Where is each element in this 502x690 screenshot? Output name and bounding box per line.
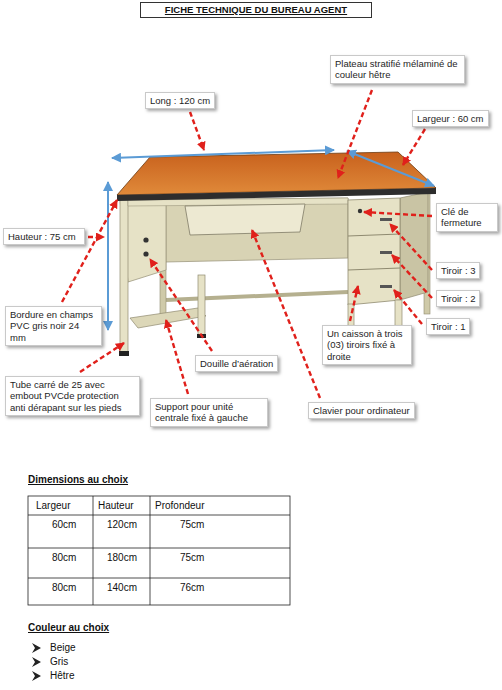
keyboard-tray <box>185 204 305 235</box>
leader-lines <box>62 90 432 398</box>
table-or-list-text: 60cm <box>52 519 76 531</box>
callout-box: Tube carré de 25 avec embout PVCde prote… <box>5 376 140 416</box>
leader-line <box>390 224 432 270</box>
table-or-list-text: Gris <box>50 656 68 668</box>
table-rule <box>28 548 290 549</box>
tabletop <box>117 152 436 195</box>
table-or-list-text: 140cm <box>107 582 137 594</box>
cpu-shelf <box>130 308 206 328</box>
width-dimension <box>347 151 434 186</box>
table-rule <box>93 496 94 605</box>
callout-text: Tiroir : 3 <box>441 265 475 276</box>
callout-box: Long : 120 cm <box>145 92 215 109</box>
bullet-arrow <box>32 657 41 667</box>
callout-box: Tiroir : 3 <box>436 262 480 279</box>
callout-text: Tube carré de 25 avec embout PVCde prote… <box>10 379 135 413</box>
bullet-arrow <box>32 643 41 653</box>
table-rule <box>28 578 290 579</box>
section-heading: Couleur au choix <box>28 622 109 634</box>
leg-foot <box>119 351 129 356</box>
callout-box: Clé de fermeture <box>436 203 498 232</box>
table-or-list-text: 80cm <box>52 552 76 564</box>
air-vent <box>143 237 148 242</box>
cpu-support-post <box>198 275 205 337</box>
callout-text: Clé de fermeture <box>441 206 493 229</box>
table-or-list-text: Largeur <box>36 500 70 512</box>
callout-box: Plateau stratifié mélaminé de couleur hê… <box>330 55 465 84</box>
callout-text: Un caisson à trois (03) tiroirs fixé à d… <box>327 328 407 362</box>
callout-box: Tiroir : 1 <box>426 318 470 335</box>
callout-box: Hauteur : 75 cm <box>3 228 85 245</box>
table-or-list-text: 80cm <box>52 582 76 594</box>
callout-text: Bordure en champs PVC gris noir 24 mm <box>10 309 97 343</box>
length-dimension <box>112 150 334 158</box>
table-or-list-text: 180cm <box>107 552 137 564</box>
callout-box: Support pour unité centrale fixé à gauch… <box>150 398 268 427</box>
table-or-list-text: 120cm <box>107 519 137 531</box>
leader-line <box>394 290 422 324</box>
callout-box: Bordure en champs PVC gris noir 24 mm <box>5 306 102 346</box>
leader-line <box>190 112 204 150</box>
bullet-arrow <box>32 671 41 681</box>
callout-text: Support pour unité centrale fixé à gauch… <box>155 401 263 424</box>
leader-line <box>350 286 358 321</box>
leader-line <box>150 259 212 351</box>
table-or-list-text: 75cm <box>180 519 204 531</box>
callout-box: Largeur : 60 cm <box>412 110 489 127</box>
tabletop-edge <box>117 188 436 201</box>
leader-line <box>403 129 425 165</box>
caisson-front <box>348 198 400 305</box>
caisson-side <box>400 192 428 300</box>
leader-line <box>80 343 124 372</box>
table-or-list-text: Hauteur <box>98 500 134 512</box>
drawer-split <box>348 234 400 236</box>
leader-line <box>252 230 320 398</box>
callout-box: Clavier pour ordinateur <box>308 402 415 419</box>
leader-line <box>166 320 188 394</box>
callout-text: Long : 120 cm <box>150 95 210 106</box>
drawer-handle <box>380 285 392 288</box>
table-rule <box>28 515 290 516</box>
table-border <box>28 496 290 605</box>
drawer-split <box>348 268 400 270</box>
lock <box>358 209 362 213</box>
callout-box: Tiroir : 2 <box>436 290 480 307</box>
dimension-table-grid <box>28 496 290 605</box>
callout-text: Largeur : 60 cm <box>417 113 484 124</box>
table-or-list-text: Profondeur <box>155 500 204 512</box>
air-vent <box>143 251 148 256</box>
height-dimension <box>107 182 109 330</box>
cross-bar <box>166 292 348 300</box>
leader-line <box>62 200 117 302</box>
section-heading: Dimensions au choix <box>28 474 128 486</box>
table-or-list-text: Hêtre <box>50 670 74 682</box>
callout-box: Un caisson à trois (03) tiroirs fixé à d… <box>322 325 412 365</box>
callout-text: Plateau stratifié mélaminé de couleur hê… <box>335 58 460 81</box>
drawer-handle <box>380 218 392 221</box>
callout-text: Douille d’aération <box>200 358 273 369</box>
leader-line <box>392 255 432 298</box>
drawer-handle <box>380 251 392 254</box>
callout-box: Douille d’aération <box>195 355 278 372</box>
modesty-panel <box>160 198 348 262</box>
sheet-title: FICHE TECHNIQUE DU BUREAU AGENT <box>140 2 372 18</box>
callout-text: Tiroir : 1 <box>431 321 465 332</box>
table-or-list-text: Beige <box>50 642 76 654</box>
table-or-list-text: 76cm <box>180 582 204 594</box>
front-left-leg <box>120 200 128 355</box>
leader-line <box>338 90 372 178</box>
callout-text: Hauteur : 75 cm <box>8 231 80 242</box>
leader-line <box>364 212 432 216</box>
table-rule <box>150 496 151 605</box>
callout-text: Tiroir : 2 <box>441 293 475 304</box>
table-or-list-text: 75cm <box>180 552 204 564</box>
callout-text: Clavier pour ordinateur <box>313 405 410 416</box>
